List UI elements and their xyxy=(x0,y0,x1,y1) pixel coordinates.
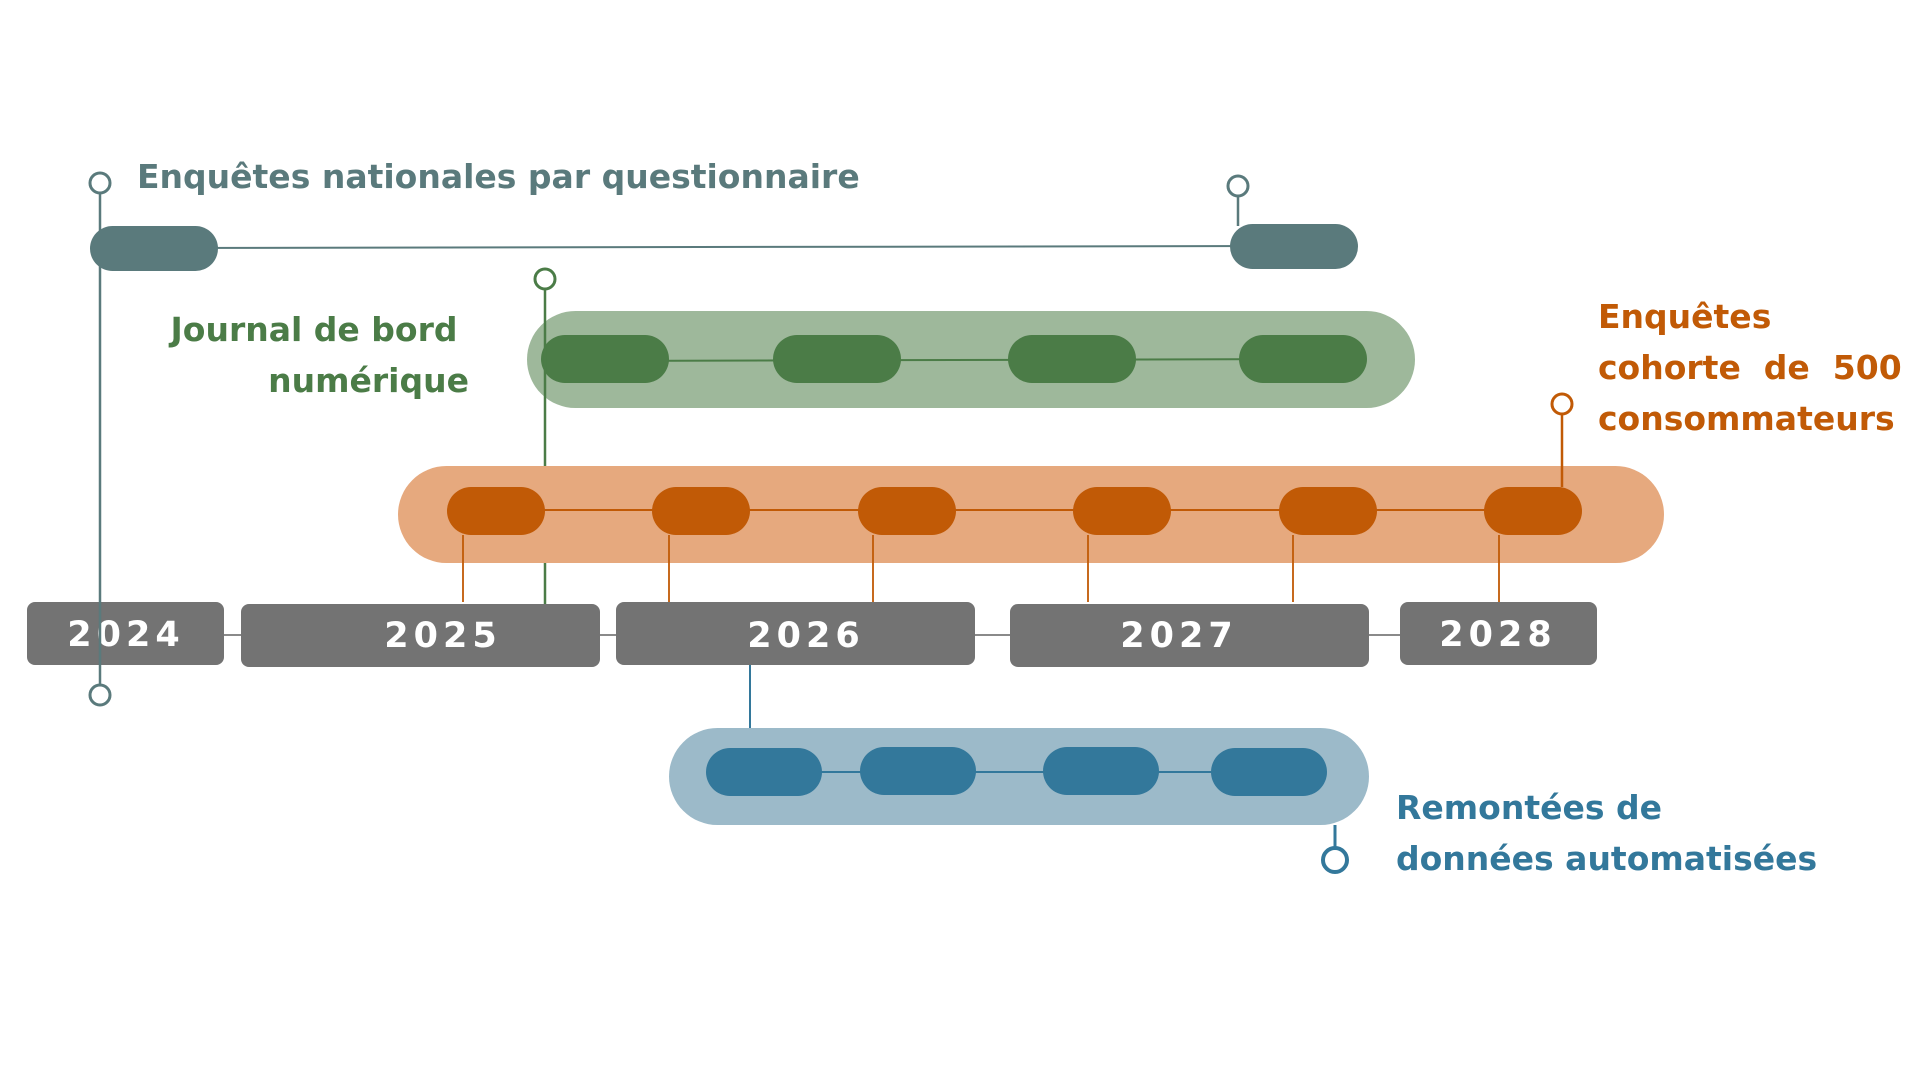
leader-pin-icon xyxy=(533,267,557,291)
track-cohorte: Enquêtes cohorte de 500 consommateurs xyxy=(398,297,1913,602)
cohort-wave-pill xyxy=(1073,487,1171,535)
journal-period-pill xyxy=(1008,335,1136,383)
year-label: 2024 xyxy=(67,615,184,655)
track-label-cohorte: Enquêtes cohorte de 500 consommateurs xyxy=(1598,297,1913,438)
year-box-2025: 2025 xyxy=(241,604,600,667)
cohort-wave-pill xyxy=(1279,487,1377,535)
track-connector-line xyxy=(153,245,1295,249)
data-feed-pill xyxy=(1043,747,1159,795)
journal-period-pill xyxy=(773,335,901,383)
cohort-wave-pill xyxy=(447,487,545,535)
year-box-bg xyxy=(1400,602,1597,665)
leader-pin-icon xyxy=(1550,392,1574,416)
cohort-wave-pill xyxy=(652,487,750,535)
track-label-questionnaire: Enquêtes nationales par questionnaire xyxy=(137,157,860,196)
survey-period-pill xyxy=(1230,224,1358,269)
track-label-journal: Journal de bord numérique xyxy=(169,310,469,400)
year-axis: 2024 2025 2026 2027 2028 xyxy=(27,602,1597,667)
leader-pin-icon xyxy=(88,171,112,195)
cohort-wave-pill xyxy=(1484,487,1582,535)
year-label: 2028 xyxy=(1439,615,1556,655)
year-label: 2027 xyxy=(1120,616,1237,656)
year-box-bg xyxy=(1010,604,1369,667)
data-feed-pill xyxy=(706,748,822,796)
data-feed-pill xyxy=(1211,748,1327,796)
survey-period-pill xyxy=(90,226,218,271)
data-feed-pill xyxy=(860,747,976,795)
year-box-2024: 2024 xyxy=(27,602,224,665)
track-remontees: Remontées de données automatisées xyxy=(669,665,1817,878)
leader-pin-icon xyxy=(1321,846,1349,874)
track-connector-line xyxy=(604,358,1304,362)
year-box-bg xyxy=(27,602,224,665)
track-label-remontees: Remontées de données automatisées xyxy=(1396,788,1817,878)
track-halo xyxy=(398,466,1664,563)
year-box-bg xyxy=(241,604,600,667)
year-box-2028: 2028 xyxy=(1400,602,1597,665)
year-box-bg xyxy=(616,602,975,665)
leader-pin-icon xyxy=(88,683,112,707)
year-label: 2025 xyxy=(384,616,501,656)
year-box-2027: 2027 xyxy=(1010,604,1369,667)
year-box-2026: 2026 xyxy=(616,602,975,665)
track-questionnaire: Enquêtes nationales par questionnaire xyxy=(88,157,1358,707)
track-halo xyxy=(669,728,1369,825)
year-label: 2026 xyxy=(747,616,864,656)
leader-pin-icon xyxy=(1226,174,1250,198)
journal-period-pill xyxy=(1239,335,1367,383)
journal-period-pill xyxy=(541,335,669,383)
cohort-wave-pill xyxy=(858,487,956,535)
